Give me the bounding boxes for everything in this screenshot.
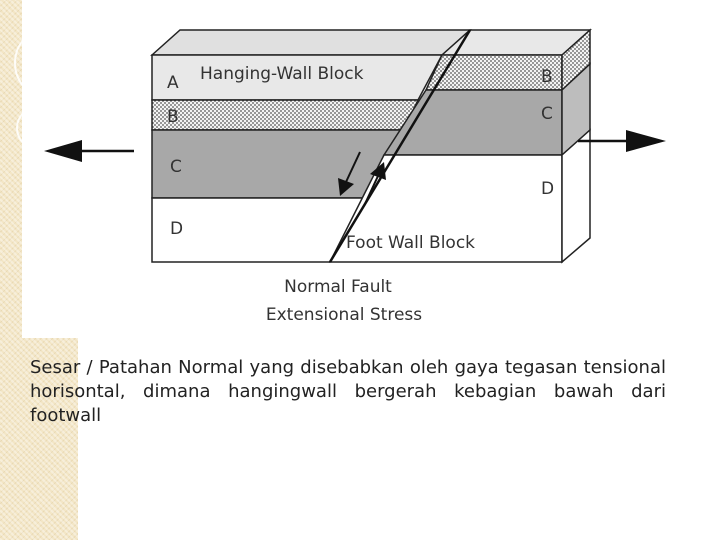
foot-wall-slip-arrow-shaft [363,175,379,207]
diagram-title: Normal Fault [284,277,392,297]
layer-label-b-right: B [541,67,553,87]
caption-text: Sesar / Patahan Normal yang disebabkan o… [30,357,666,426]
normal-fault-diagram: A B C D B C D Hanging-Wall Block Foot Wa… [22,0,694,338]
layer-label-c-right: C [541,104,553,124]
fault-line [328,29,472,263]
hanging-wall-slip-arrow-head [338,178,354,196]
layer-label-d-right: D [541,179,554,199]
left-extension-arrow-head [44,140,82,162]
hanging-wall-layer-d [151,197,367,263]
right-extension-arrow-head [626,130,666,152]
layer-label-c-left: C [170,157,182,177]
hanging-wall-layer-c [151,129,406,199]
diagram-subtitle: Extensional Stress [266,305,422,325]
foot-wall-slip-arrow-head [370,162,386,180]
hanging-wall-label: Hanging-Wall Block [200,64,364,84]
hanging-wall-slip-arrow-shaft [345,151,361,183]
hanging-wall-top-face [150,29,472,56]
foot-wall-label: Foot Wall Block [346,233,475,253]
normal-fault-svg: A B C D B C D Hanging-Wall Block Foot Wa… [44,28,666,325]
layer-label-b-left: B [167,107,179,127]
foot-wall-side-d [561,128,591,264]
layer-label-d-left: D [170,219,183,239]
hanging-wall-layer-b [151,99,420,131]
layer-label-a-left: A [167,73,179,93]
